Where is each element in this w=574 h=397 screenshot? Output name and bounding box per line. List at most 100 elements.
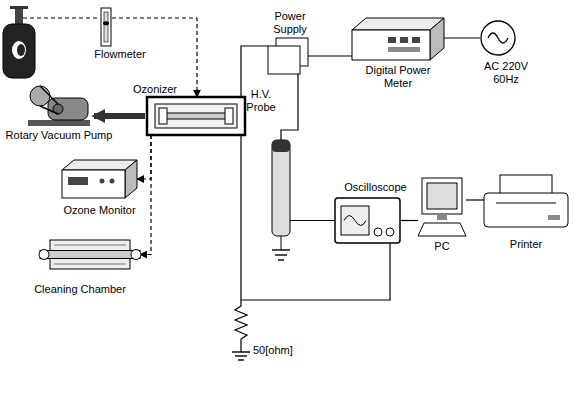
- gas-flow-line: [140, 135, 151, 255]
- power-wire: [308, 55, 352, 56]
- printer-body: [484, 193, 568, 227]
- chamber-edge: [54, 264, 126, 265]
- box-side: [430, 18, 444, 60]
- ground-wire: [241, 135, 390, 300]
- ozonizer-box: Ozonizer: [147, 97, 245, 135]
- printer-icon-shape: [484, 175, 568, 227]
- gas-flow-line: [137, 135, 151, 179]
- printer-slot: [496, 203, 556, 204]
- power-supply-icon: Power Supply: [268, 38, 308, 74]
- gas-line: [23, 17, 100, 18]
- flowmeter-body: [101, 8, 111, 46]
- chamber-edge: [54, 245, 126, 246]
- node-label: Digital Power Meter: [365, 64, 431, 90]
- pump-base: [28, 120, 90, 126]
- tube-holder: [225, 108, 233, 124]
- resistor-value: 50[ohm]: [253, 344, 293, 357]
- pc-icon: PC: [418, 178, 466, 236]
- ozonizer-base: [155, 104, 237, 128]
- cylinder-body: [3, 24, 35, 78]
- resistor-symbol: [235, 300, 247, 352]
- scope-screen: [341, 206, 369, 235]
- cylinder-mark: [17, 44, 25, 56]
- flowmeter-icon-shape: [100, 8, 112, 46]
- box-top: [62, 160, 137, 170]
- ozone-monitor-icon: Ozone Monitor: [62, 160, 137, 198]
- cleaning-chamber-icon-shape: [40, 232, 140, 277]
- ground-line: [232, 351, 250, 352]
- chamber-tube: [40, 251, 140, 259]
- pump-belt: [40, 106, 58, 114]
- monitor-knob: [100, 179, 105, 184]
- meter-display: [412, 37, 420, 43]
- valve-handle: [10, 6, 28, 9]
- ozonizer-box-shape: [147, 97, 245, 135]
- vacuum-pump-icon: Rotary Vacuum Pump: [28, 84, 90, 126]
- pc-keyboard: [418, 223, 466, 236]
- power-meter-icon-shape: [352, 18, 444, 60]
- pc-monitor: [422, 178, 462, 214]
- ozonizer-frame: [147, 97, 245, 135]
- gas-cylinder: [3, 6, 35, 78]
- pc-icon-shape: [418, 178, 466, 236]
- ground-line: [272, 249, 290, 250]
- node-label: AC 220V 60Hz: [480, 60, 532, 86]
- ac-source-symbol-shape: [480, 20, 516, 56]
- power-wire: [444, 37, 480, 38]
- box-side: [125, 160, 137, 198]
- data-cable: [400, 220, 418, 221]
- node-label: Cleaning Chamber: [34, 283, 126, 296]
- hv-wire: [281, 74, 298, 140]
- node-label: Power Supply: [267, 10, 313, 36]
- scope-case: [335, 198, 400, 243]
- power-supply-icon-shape: [268, 38, 308, 74]
- ground-line: [235, 355, 247, 356]
- cylinder-valve: [15, 9, 23, 24]
- ac-source-symbol: AC 220V 60Hz: [480, 20, 516, 56]
- supply-case: [268, 46, 300, 74]
- oscilloscope-icon: Oscilloscope: [335, 198, 400, 243]
- vacuum-pump-icon-shape: [28, 84, 90, 126]
- discharge-tube: [165, 113, 227, 119]
- flowmeter-icon: Flowmeter: [100, 8, 112, 46]
- hv-probe-icon-shape: [268, 140, 294, 262]
- pc-stand: [437, 214, 447, 220]
- box-front: [62, 170, 125, 198]
- pc-screen: [427, 183, 457, 209]
- flowmeter-float: [103, 21, 109, 25]
- tube-end: [131, 250, 141, 260]
- data-cable: [466, 199, 484, 200]
- flowmeter-tube: [104, 12, 108, 42]
- ground-symbol: [232, 352, 250, 360]
- ground-line: [278, 259, 284, 260]
- ac-source: [481, 21, 515, 55]
- exhaust-arrow: [94, 113, 145, 119]
- meter-display: [388, 47, 420, 52]
- node-label: Oscilloscope: [344, 181, 406, 194]
- pump-belt: [40, 86, 58, 104]
- probe-body: [272, 140, 290, 236]
- node-label: Ozonizer: [133, 83, 177, 96]
- scope-jack: [386, 228, 394, 236]
- node-label: H.V. Probe: [240, 88, 282, 114]
- meter-display: [388, 37, 396, 43]
- signal-cable: [290, 220, 335, 221]
- monitor-knob: [110, 179, 115, 184]
- printer-button: [548, 215, 560, 220]
- probe-lead: [281, 236, 282, 250]
- node-label: Rotary Vacuum Pump: [6, 129, 113, 142]
- scope-jack: [374, 228, 382, 236]
- cylinder-mark: [12, 41, 26, 59]
- printer-icon: Printer: [484, 175, 568, 227]
- ground-line: [238, 359, 244, 360]
- tube-holder: [159, 108, 167, 124]
- probe-cap: [272, 140, 290, 152]
- meter-display: [400, 37, 408, 43]
- ozone-monitor-icon-shape: [62, 160, 137, 198]
- cleaning-chamber-icon: Cleaning Chamber: [40, 232, 140, 277]
- sine-symbol: [488, 33, 508, 43]
- box-top: [352, 18, 444, 30]
- scope-trace: [344, 216, 366, 226]
